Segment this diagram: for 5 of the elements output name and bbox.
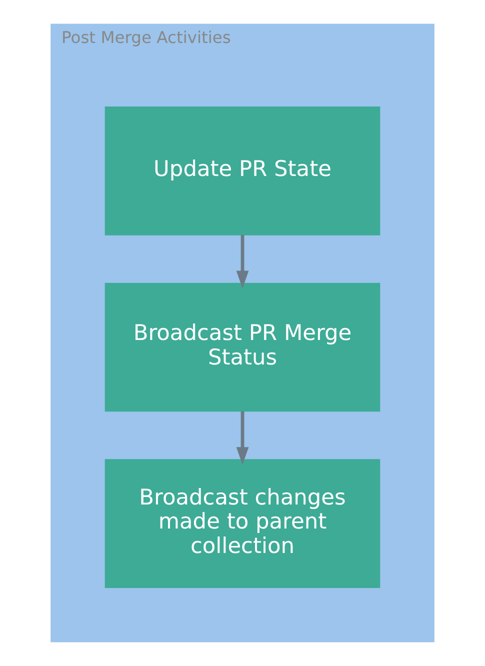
node-box: Broadcast changes made to parent collection (104, 459, 380, 588)
node-box: Update PR State (104, 106, 380, 236)
arrow (236, 234, 249, 288)
arrow (236, 411, 249, 465)
node-box: Broadcast PR Merge Status (104, 282, 380, 412)
